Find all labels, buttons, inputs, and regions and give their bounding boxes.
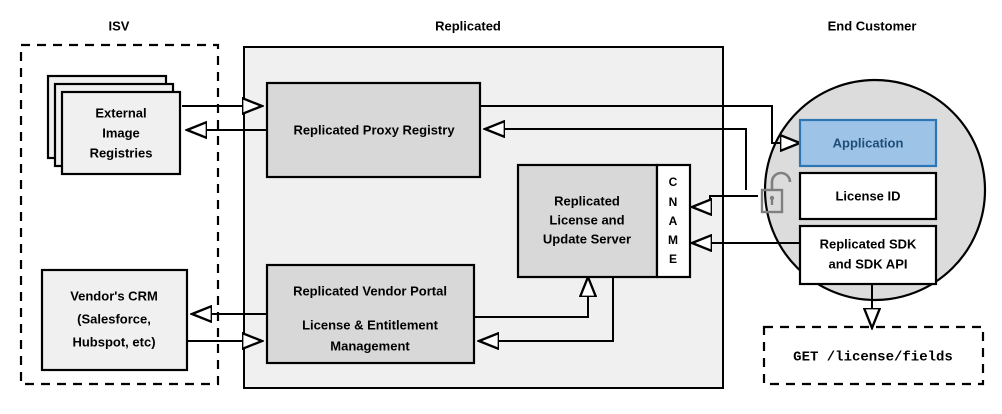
zone-isv-label: ISV (109, 18, 130, 33)
connector-license-id-to-cname (692, 195, 758, 207)
replicated-vendor-portal-box[interactable] (265, 263, 476, 365)
replicated-sdk-line-2: and SDK API (829, 256, 908, 271)
replicated-license-and-update-server-box[interactable] (516, 163, 659, 279)
replicated-sdk-line-1: Replicated SDK (820, 236, 917, 251)
connector-proxy-to-application (480, 105, 800, 143)
license-id-box[interactable] (798, 171, 938, 221)
cname-letter-a: A (669, 214, 678, 228)
external-image-registries-line-3: Registries (90, 145, 153, 160)
node-license-id[interactable]: License ID (798, 171, 938, 221)
cname-tab[interactable] (655, 163, 692, 279)
replicated-license-server-line-1: Replicated (554, 193, 620, 208)
vendors-crm-line-2: (Salesforce, (77, 311, 151, 326)
zone-isv-border (19, 43, 220, 386)
cname-letter-c: C (669, 175, 678, 189)
replicated-license-server-line-2: License and (549, 212, 624, 227)
replicated-vendor-portal-title: Replicated Vendor Portal (293, 283, 447, 298)
node-replicated-license-and-update-server[interactable]: Replicated License and Update Server C N… (516, 163, 692, 279)
vendors-crm-line-1: Vendor's CRM (70, 288, 158, 303)
license-id-label: License ID (835, 188, 900, 203)
replicated-proxy-registry-box[interactable] (265, 81, 482, 179)
connector-application-to-proxy (485, 129, 747, 190)
cname-letter-e: E (669, 252, 677, 266)
connectors (182, 106, 872, 341)
node-replicated-vendor-portal[interactable]: Replicated Vendor Portal License & Entit… (265, 263, 476, 365)
application-label: Application (833, 135, 904, 150)
external-image-registries-box[interactable] (60, 90, 182, 176)
replicated-sdk-box[interactable] (798, 224, 938, 286)
node-external-image-registries[interactable]: External Image Registries (46, 74, 182, 176)
cname-letter-m: M (668, 233, 678, 247)
replicated-vendor-portal-line-3: Management (330, 338, 410, 353)
api-request-label: GET /license/fields (793, 350, 953, 366)
external-image-registries-line-1: External (95, 105, 146, 120)
vendors-crm-box[interactable] (40, 268, 189, 372)
node-vendors-crm[interactable]: Vendor's CRM (Salesforce, Hubspot, etc) (40, 268, 189, 372)
zone-isv: ISV (19, 18, 220, 386)
connector-vendor-portal-to-license-server (474, 277, 588, 318)
zone-replicated-label: Replicated (435, 18, 501, 33)
node-application[interactable]: Application (798, 118, 938, 168)
node-replicated-sdk[interactable]: Replicated SDK and SDK API (798, 224, 938, 286)
node-replicated-proxy-registry[interactable]: Replicated Proxy Registry (265, 81, 482, 179)
application-box[interactable] (798, 118, 938, 168)
unlocked-padlock-icon (760, 171, 792, 214)
api-request-border (762, 325, 985, 386)
cname-letter-n: N (669, 195, 678, 209)
external-image-registries-line-2: Image (102, 125, 140, 140)
replicated-vendor-portal-line-2: License & Entitlement (302, 317, 438, 332)
replicated-proxy-registry-label: Replicated Proxy Registry (293, 122, 455, 137)
zone-end-customer-label: End Customer (828, 18, 917, 33)
node-api-request[interactable]: GET /license/fields (762, 325, 985, 386)
replicated-license-server-line-3: Update Server (543, 231, 631, 246)
connector-license-server-to-vendor-portal (479, 277, 614, 341)
vendors-crm-line-3: Hubspot, etc) (72, 334, 155, 349)
